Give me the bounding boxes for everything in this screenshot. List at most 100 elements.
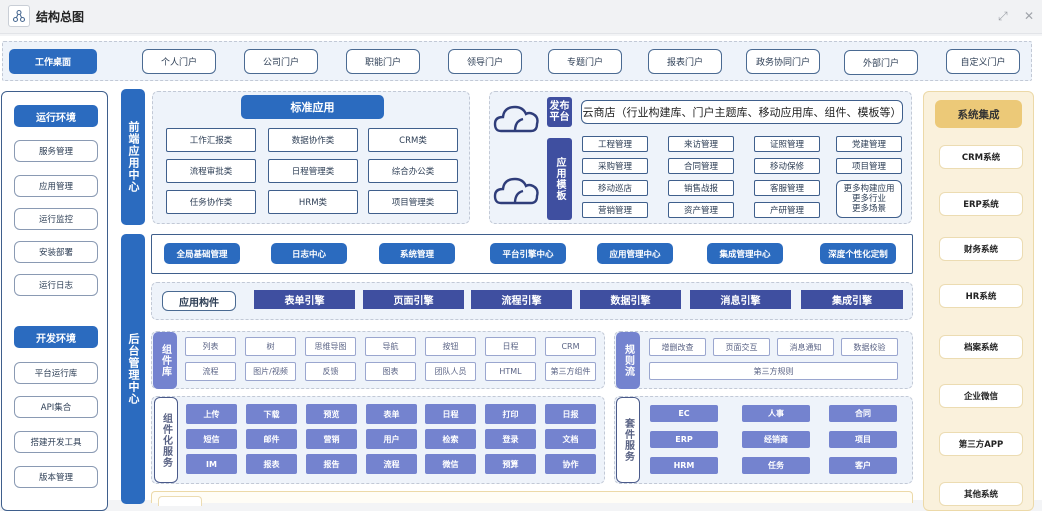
portal-item[interactable]: 政务协同门户 [746, 49, 820, 74]
engine-item[interactable]: 消息引擎 [690, 290, 791, 309]
portal-item[interactable]: 报表门户 [648, 49, 722, 74]
expand-icon[interactable]: ⤢ [998, 9, 1008, 23]
component-item[interactable]: 反馈 [305, 362, 356, 381]
template-item[interactable]: 采购管理 [582, 158, 648, 174]
management-item[interactable]: 深度个性化定制 [820, 243, 896, 264]
rule-item[interactable]: 数据校验 [841, 338, 898, 356]
sidebar-item[interactable]: 安装部署 [14, 241, 98, 263]
template-item[interactable]: 产研管理 [754, 202, 820, 218]
component-item[interactable]: 树 [245, 337, 296, 356]
template-item[interactable]: 移动巡店 [582, 180, 648, 196]
app-category[interactable]: 工作汇报类 [166, 128, 256, 152]
service-item[interactable]: 微信 [425, 454, 476, 474]
suite-item[interactable]: 人事 [742, 405, 810, 422]
service-item[interactable]: 报表 [246, 454, 297, 474]
service-item[interactable]: 日程 [425, 404, 476, 424]
engine-item[interactable]: 数据引擎 [580, 290, 681, 309]
suite-item[interactable]: ERP [650, 431, 718, 448]
template-item[interactable]: 移动保修 [754, 158, 820, 174]
template-item[interactable]: 来访管理 [668, 136, 734, 152]
service-item[interactable]: 协作 [545, 454, 596, 474]
app-category[interactable]: 日程管理类 [268, 159, 358, 183]
management-item[interactable]: 全局基础管理 [164, 243, 240, 264]
app-category[interactable]: HRM类 [268, 190, 358, 214]
template-item[interactable]: 客服管理 [754, 180, 820, 196]
service-item[interactable]: 流程 [366, 454, 417, 474]
component-item[interactable]: 按钮 [425, 337, 476, 356]
portal-item[interactable]: 个人门户 [142, 49, 216, 74]
service-item[interactable]: 表单 [366, 404, 417, 424]
portal-item[interactable]: 自定义门户 [946, 49, 1020, 74]
portal-item[interactable]: 领导门户 [448, 49, 522, 74]
component-item[interactable]: CRM [545, 337, 596, 356]
suite-item[interactable]: 客户 [829, 457, 897, 474]
service-item[interactable]: 营销 [306, 429, 357, 449]
management-item[interactable]: 应用管理中心 [597, 243, 673, 264]
component-item[interactable]: 思维导图 [305, 337, 356, 356]
integration-item[interactable]: 档案系统 [939, 335, 1023, 359]
engine-item[interactable]: 集成引擎 [801, 290, 903, 309]
management-item[interactable]: 平台引擎中心 [490, 243, 566, 264]
service-item[interactable]: IM [186, 454, 237, 474]
integration-item[interactable]: 财务系统 [939, 237, 1023, 261]
suite-item[interactable]: 项目 [829, 431, 897, 448]
component-item[interactable]: 日程 [485, 337, 536, 356]
suite-item[interactable]: HRM [650, 457, 718, 474]
integration-item[interactable]: 企业微信 [939, 384, 1023, 408]
component-item[interactable]: 列表 [185, 337, 236, 356]
app-category[interactable]: 项目管理类 [368, 190, 458, 214]
component-item[interactable]: 第三方组件 [545, 362, 596, 381]
cloud-store[interactable]: 云商店（行业构建库、门户主题库、移动应用库、组件、模板等） [581, 100, 903, 124]
service-item[interactable]: 用户 [366, 429, 417, 449]
component-item[interactable]: HTML [485, 362, 536, 381]
template-item[interactable]: 销售战报 [668, 180, 734, 196]
service-item[interactable]: 下载 [246, 404, 297, 424]
sidebar-item[interactable]: 应用管理 [14, 175, 98, 197]
suite-item[interactable]: 任务 [742, 457, 810, 474]
rule-item-third-party[interactable]: 第三方规则 [649, 362, 898, 380]
sidebar-item[interactable]: 服务管理 [14, 140, 98, 162]
template-item[interactable]: 合同管理 [668, 158, 734, 174]
app-category[interactable]: 流程审批类 [166, 159, 256, 183]
service-item[interactable]: 打印 [485, 404, 536, 424]
component-item[interactable]: 图表 [365, 362, 416, 381]
engine-item[interactable]: 页面引擎 [363, 290, 464, 309]
management-item[interactable]: 日志中心 [271, 243, 347, 264]
more-templates[interactable]: 更多构建应用 更多行业 更多场景 [836, 180, 902, 218]
app-category[interactable]: CRM类 [368, 128, 458, 152]
component-item[interactable]: 流程 [185, 362, 236, 381]
sidebar-item[interactable]: 搭建开发工具 [14, 431, 98, 453]
engine-item[interactable]: 表单引擎 [254, 290, 355, 309]
template-item[interactable]: 项目管理 [836, 158, 902, 174]
service-item[interactable]: 上传 [186, 404, 237, 424]
integration-item[interactable]: HR系统 [939, 284, 1023, 308]
template-item[interactable]: 营销管理 [582, 202, 648, 218]
sidebar-item[interactable]: 版本管理 [14, 466, 98, 488]
service-item[interactable]: 日报 [545, 404, 596, 424]
template-item[interactable]: 工程管理 [582, 136, 648, 152]
portal-item[interactable]: 公司门户 [244, 49, 318, 74]
sidebar-item[interactable]: 运行监控 [14, 208, 98, 230]
suite-item[interactable]: 经销商 [742, 431, 810, 448]
suite-item[interactable]: EC [650, 405, 718, 422]
rule-item[interactable]: 消息通知 [777, 338, 834, 356]
service-item[interactable]: 报告 [306, 454, 357, 474]
sidebar-item[interactable]: 运行日志 [14, 274, 98, 296]
sidebar-item[interactable]: API集合 [14, 396, 98, 418]
portal-item[interactable]: 外部门户 [844, 50, 918, 75]
integration-item[interactable]: 第三方APP [939, 432, 1023, 456]
app-category[interactable]: 数据协作类 [268, 128, 358, 152]
service-item[interactable]: 邮件 [246, 429, 297, 449]
rule-item[interactable]: 页面交互 [713, 338, 770, 356]
sidebar-item[interactable]: 平台运行库 [14, 362, 98, 384]
portal-workspace[interactable]: 工作桌面 [9, 49, 97, 74]
integration-item[interactable]: 其他系统 [939, 482, 1023, 506]
management-item[interactable]: 集成管理中心 [707, 243, 783, 264]
suite-item[interactable]: 合同 [829, 405, 897, 422]
service-item[interactable]: 预览 [306, 404, 357, 424]
service-item[interactable]: 预算 [485, 454, 536, 474]
integration-item[interactable]: CRM系统 [939, 145, 1023, 169]
portal-item[interactable]: 专题门户 [548, 49, 622, 74]
component-item[interactable]: 团队人员 [425, 362, 476, 381]
portal-item[interactable]: 职能门户 [346, 49, 420, 74]
